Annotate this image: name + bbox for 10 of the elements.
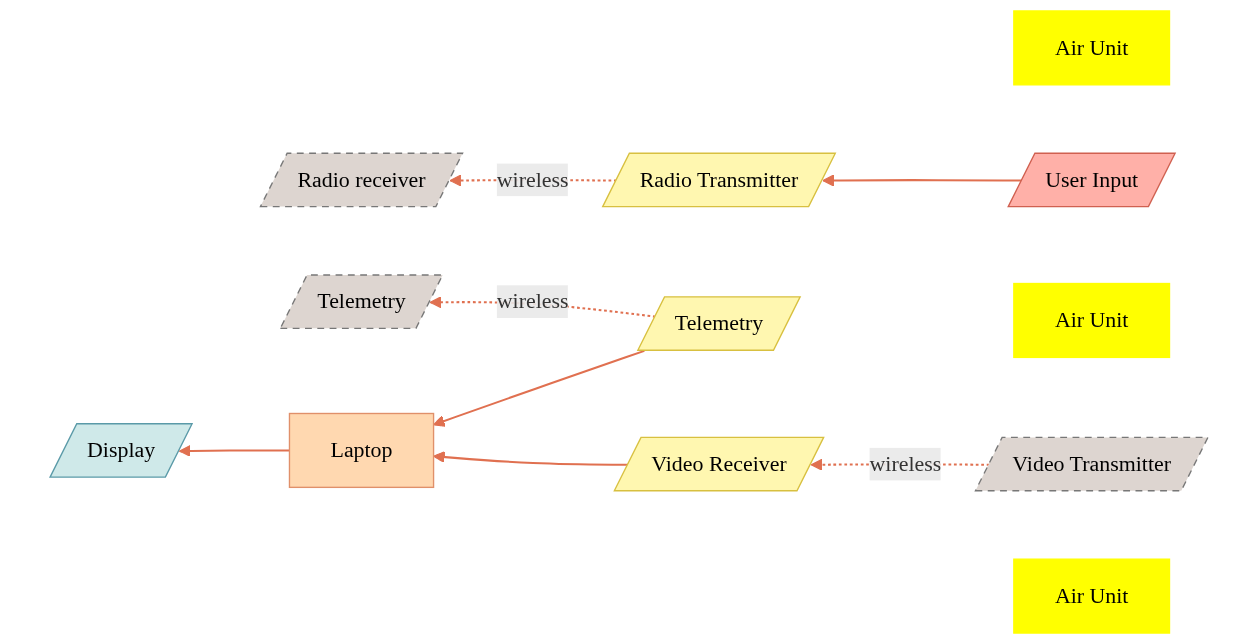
node-box: Air Unit	[1013, 282, 1171, 359]
edge-label: wireless	[496, 289, 569, 313]
edge-label: wireless	[496, 167, 569, 191]
arrow	[822, 174, 1023, 187]
arrow	[433, 451, 629, 466]
edge-label: wireless	[869, 451, 942, 476]
node-box: Air Unit	[1013, 558, 1171, 634]
node-box: Air Unit	[1013, 10, 1171, 86]
node-box: Laptop	[288, 412, 435, 489]
arrow	[178, 444, 290, 457]
